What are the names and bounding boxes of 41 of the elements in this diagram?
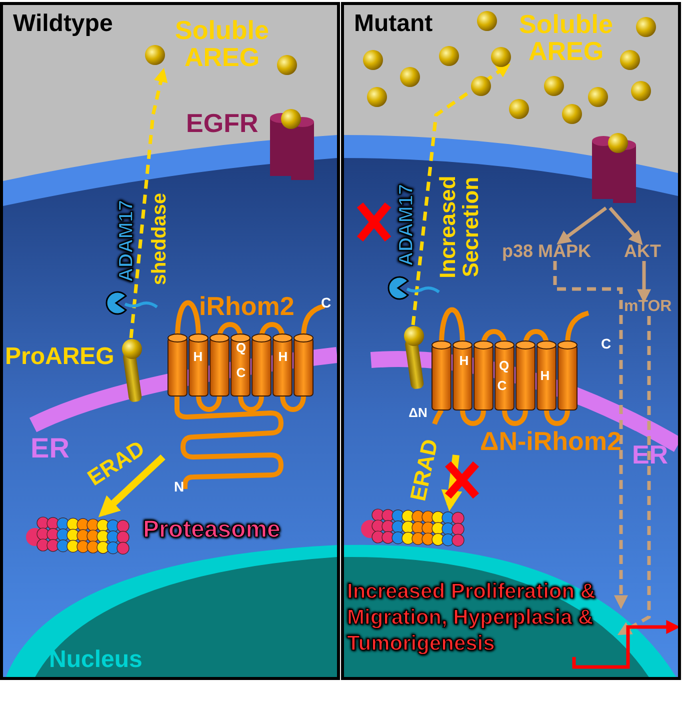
arrow: [556, 206, 608, 244]
arrow: [608, 206, 643, 246]
arrow: [553, 261, 628, 610]
complex-label: Proteasome: [143, 517, 280, 542]
edge-label: Increased Secretion: [436, 174, 482, 280]
residue-label: Q: [498, 359, 510, 373]
receptor-label: EGFR: [186, 110, 258, 138]
residue-label: Q: [236, 341, 246, 355]
protein-label: iRhom2: [199, 293, 294, 320]
residue-label: C: [600, 336, 612, 352]
arrow: [617, 316, 651, 636]
edge-label: sheddase: [150, 192, 170, 286]
organelle-label: ER: [632, 441, 668, 469]
arrow: [572, 620, 678, 669]
residue-label: H: [540, 369, 550, 383]
residue-label: C: [497, 379, 507, 393]
residue-label: C: [236, 366, 246, 380]
residue-label: H: [193, 350, 203, 364]
protein-label: ProAREG: [5, 344, 114, 370]
arrow: [129, 68, 168, 338]
kinase-label: AKT: [624, 242, 661, 261]
kinase-label: p38 MAPK: [502, 242, 592, 261]
panel-title: Wildtype: [13, 11, 113, 36]
arrow: [98, 454, 166, 518]
organelle-label: ER: [30, 433, 70, 463]
panel-title: Mutant: [354, 11, 433, 36]
residue-label: C: [320, 296, 332, 310]
residue-label: H: [459, 354, 469, 368]
enzyme-label: ADAM17: [396, 184, 418, 266]
residue-label: H: [278, 350, 288, 364]
organelle-label: Nucleus: [49, 647, 142, 672]
arrow: [411, 64, 510, 326]
molecule-label: Soluble AREG: [507, 11, 625, 66]
enzyme-label: ADAM17: [116, 200, 138, 282]
molecule-label: Soluble AREG: [163, 17, 281, 72]
edge-label: ERAD: [406, 437, 442, 503]
residue-label: N: [174, 480, 184, 494]
protein-label: ΔN-iRhom2: [480, 428, 622, 456]
residue-label: ΔN: [408, 406, 428, 420]
kinase-label: mTOR: [624, 299, 672, 316]
arrow: [441, 454, 462, 512]
